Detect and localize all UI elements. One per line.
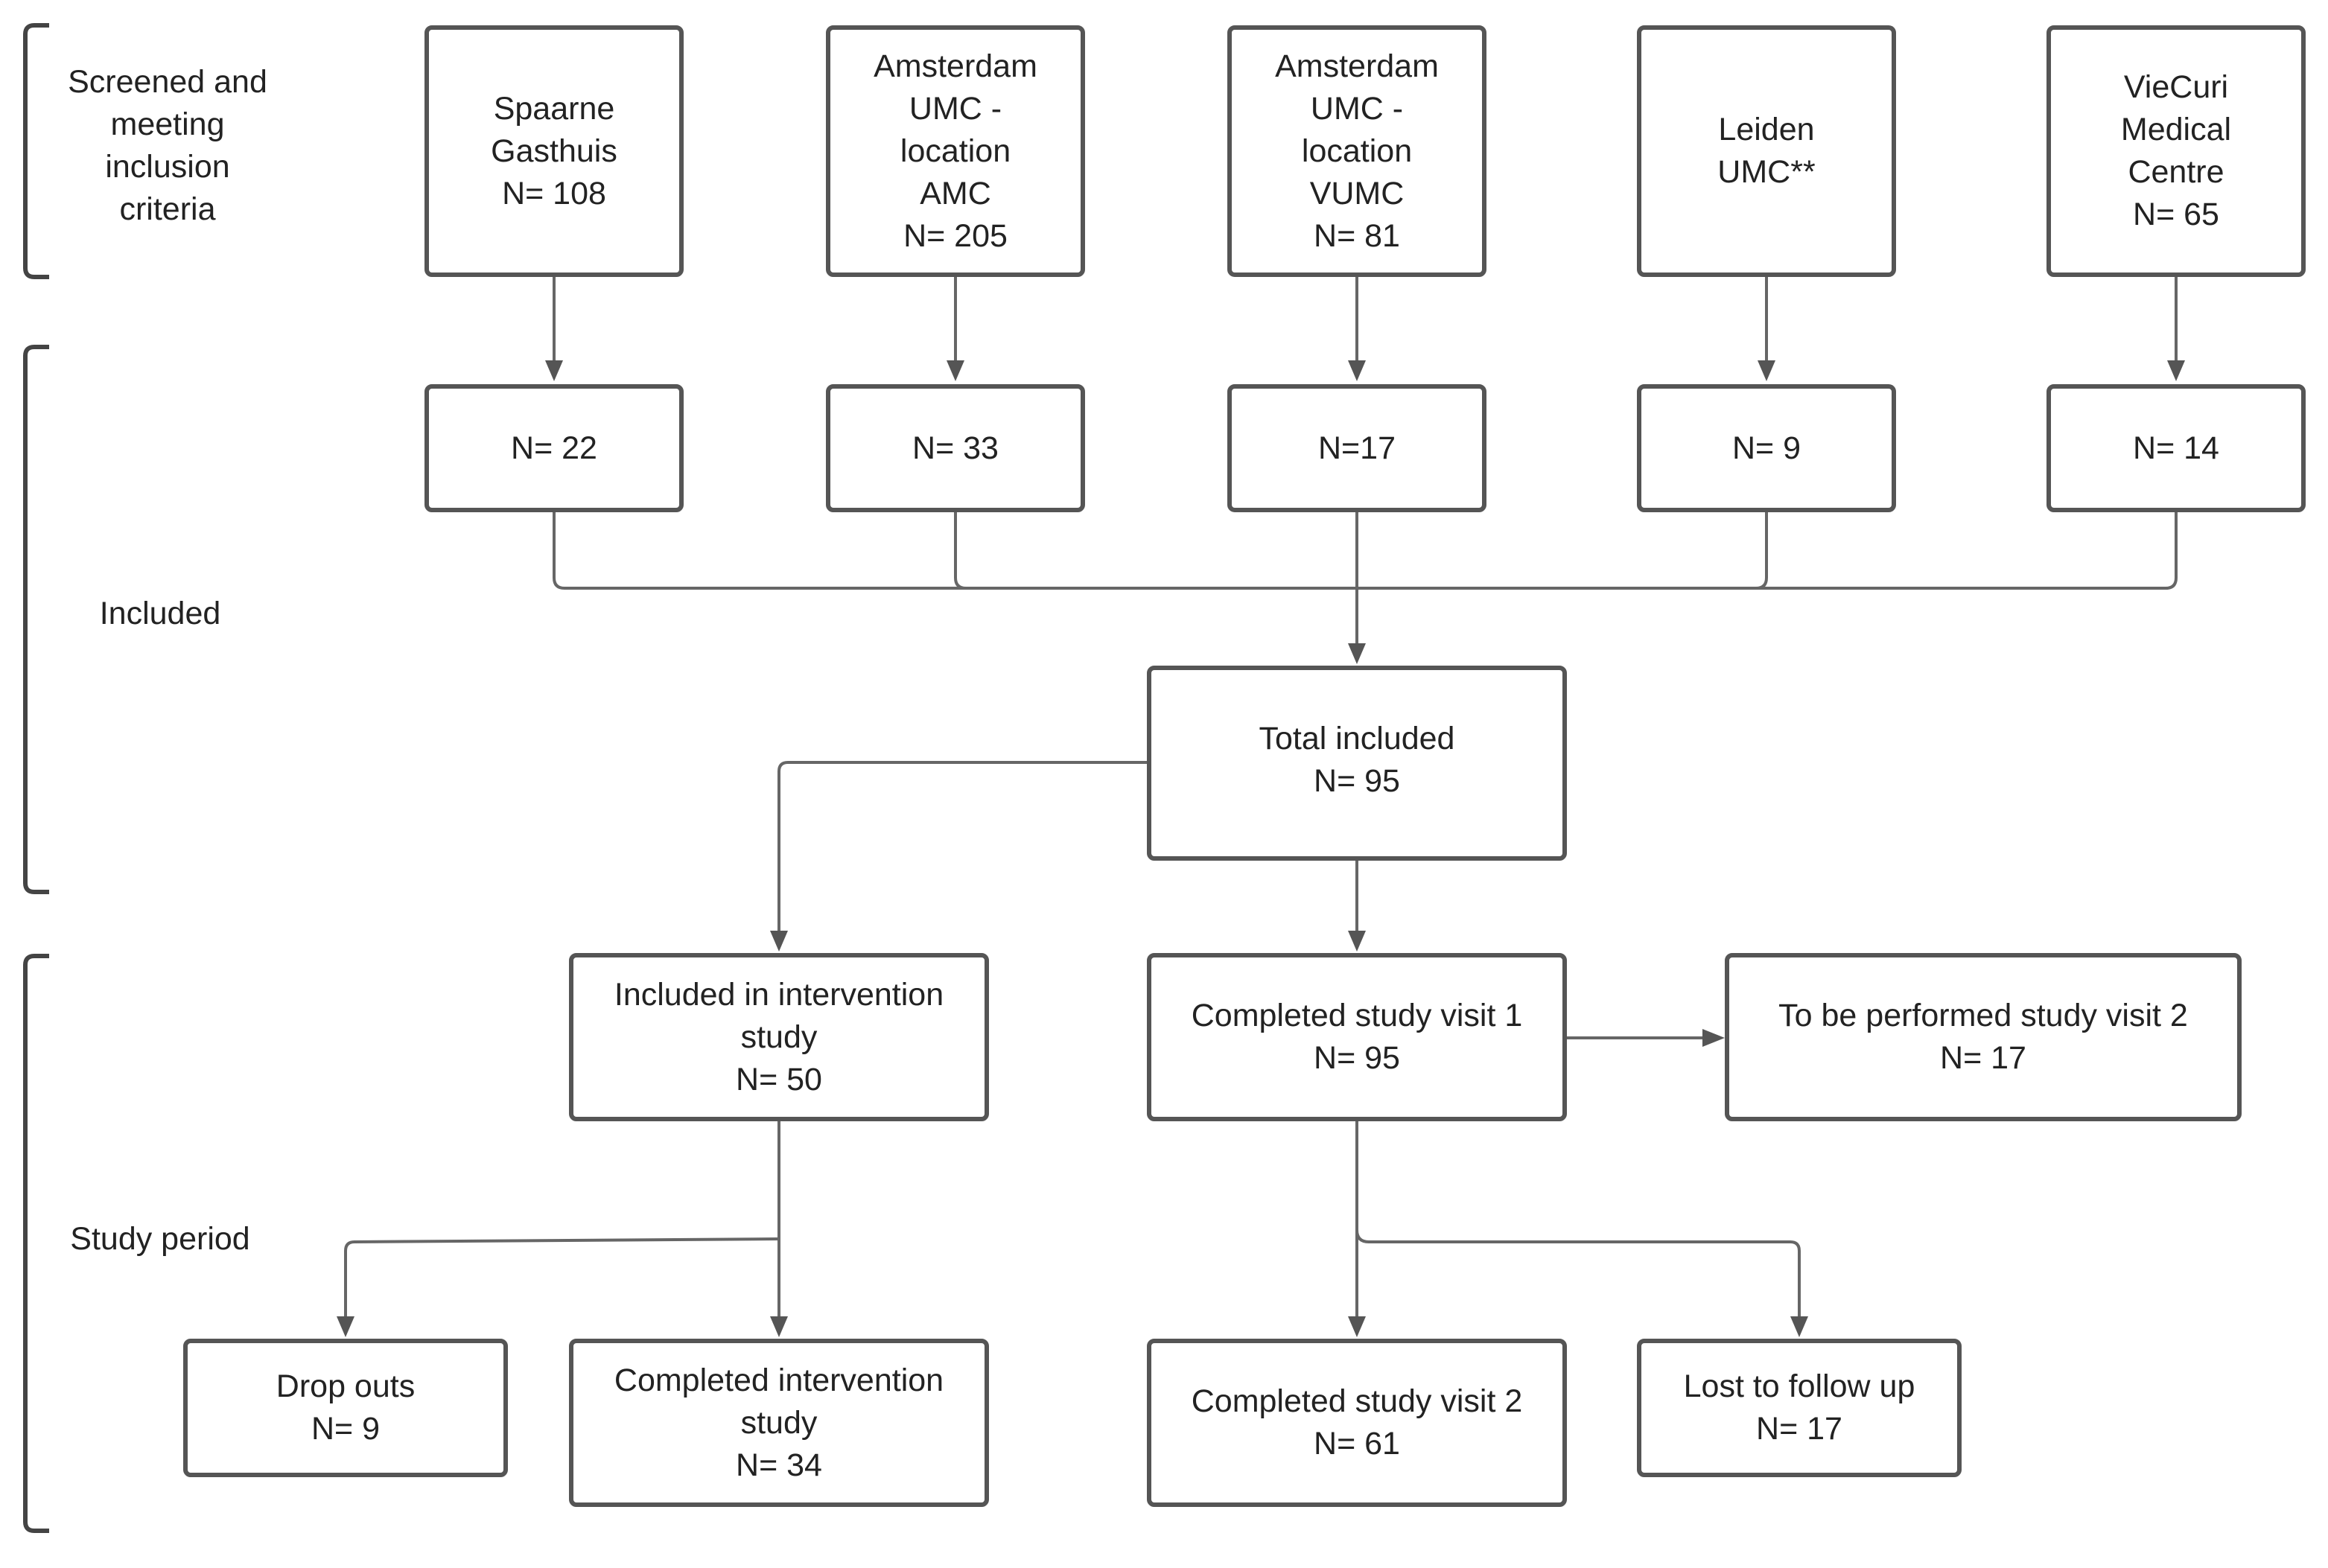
site-name: Centre	[2128, 154, 2224, 190]
connector-total-to-intervention	[777, 761, 1147, 934]
included-box-spaarne-gasthuis: N= 22	[424, 384, 684, 512]
site-screened-count: N= 81	[1314, 217, 1400, 254]
included-count: N= 33	[912, 430, 999, 466]
visit1-count: N= 95	[1314, 1040, 1400, 1076]
arrowhead	[1348, 1316, 1366, 1337]
site-name: UMC**	[1717, 154, 1816, 190]
site-screened-count: N= 65	[2133, 197, 2219, 232]
pending-visit-2-box: To be performed study visit 2 N= 17	[1725, 953, 2242, 1121]
visit1-label: Completed study visit 1	[1191, 998, 1523, 1033]
completed-visit-2-box: Completed study visit 2 N= 61	[1147, 1339, 1567, 1507]
site-name: Medical	[2120, 112, 2232, 147]
arrowhead	[1348, 360, 1366, 381]
arrowhead	[337, 1316, 354, 1337]
arrowhead	[1702, 1029, 1725, 1047]
phase-label-line: Screened and	[68, 64, 267, 100]
arrowhead	[2167, 360, 2185, 381]
included-count: N= 22	[511, 430, 597, 466]
total-included-box: Total included N= 95	[1147, 666, 1567, 861]
intervention-label: study	[740, 1019, 818, 1055]
site-box-amsterdam-amc: Amsterdam UMC - location AMC N= 205	[826, 25, 1085, 277]
site-name: VieCuri	[2123, 69, 2229, 105]
site-name: AMC	[920, 175, 991, 211]
dropouts-count: N= 9	[311, 1411, 381, 1447]
completed-visit2-label: Completed study visit 2	[1191, 1383, 1523, 1419]
site-screened-count: N= 205	[903, 217, 1008, 254]
site-name: location	[900, 133, 1011, 169]
arrowhead	[1758, 360, 1775, 381]
lost-to-follow-up-box: Lost to follow up N= 17	[1637, 1339, 1962, 1477]
bracket-study-period	[23, 954, 49, 1533]
completed-intervention-box: Completed intervention study N= 34	[569, 1339, 989, 1507]
connector-merge-left	[553, 512, 2178, 590]
phase-label-line: meeting	[110, 106, 225, 142]
site-name: UMC -	[909, 90, 1002, 127]
connector-site4-merge	[1755, 512, 1768, 590]
phase-label-line: criteria	[119, 191, 216, 227]
connector-to-lost	[1355, 1229, 1801, 1319]
total-included-count: N= 95	[1314, 763, 1400, 799]
site-name: Spaarne	[493, 90, 615, 127]
intervention-study-box: Included in intervention study N= 50	[569, 953, 989, 1121]
included-box-leiden-umc: N= 9	[1637, 384, 1896, 512]
site-name: Amsterdam	[1275, 48, 1439, 84]
completed-intervention-label: study	[740, 1404, 818, 1441]
bracket-included	[23, 345, 49, 894]
lost-count: N= 17	[1756, 1411, 1842, 1447]
site-box-amsterdam-vumc: Amsterdam UMC - location VUMC N= 81	[1227, 25, 1486, 277]
phase-label-line: inclusion	[105, 149, 230, 185]
site-screened-count: N= 108	[502, 175, 606, 211]
phase-label-study-period: Study period	[37, 1218, 283, 1261]
bracket-screened	[23, 23, 49, 279]
site-box-viecuri: VieCuri Medical Centre N= 65	[2046, 25, 2306, 277]
arrowhead	[1348, 931, 1366, 952]
arrowhead	[545, 360, 563, 381]
site-name: Gasthuis	[491, 133, 617, 169]
included-box-viecuri: N= 14	[2046, 384, 2306, 512]
phase-label-included: Included	[45, 593, 276, 635]
included-count: N= 14	[2133, 430, 2219, 466]
site-name: location	[1301, 133, 1413, 169]
connector-to-dropouts	[344, 1237, 780, 1319]
arrowhead	[1348, 643, 1366, 664]
pending-visit2-label: To be performed study visit 2	[1778, 998, 2188, 1033]
intervention-label: Included in intervention	[614, 976, 944, 1013]
total-included-label: Total included	[1259, 721, 1455, 756]
completed-intervention-count: N= 34	[736, 1447, 822, 1483]
site-name: UMC -	[1310, 90, 1404, 127]
arrowhead	[1790, 1316, 1808, 1337]
study-visit-1-box: Completed study visit 1 N= 95	[1147, 953, 1567, 1121]
included-box-amsterdam-vumc: N=17	[1227, 384, 1486, 512]
site-name: Amsterdam	[874, 48, 1037, 84]
phase-label-screened: Screened and meeting inclusion criteria	[45, 61, 290, 231]
connector-site2-merge	[954, 512, 967, 590]
included-count: N= 9	[1731, 430, 1801, 466]
arrowhead	[947, 360, 964, 381]
completed-intervention-label: Completed intervention	[614, 1362, 944, 1398]
site-name: Leiden	[1718, 112, 1815, 147]
dropouts-label: Drop outs	[276, 1368, 416, 1404]
arrowhead	[770, 1316, 788, 1337]
included-box-amsterdam-amc: N= 33	[826, 384, 1085, 512]
dropouts-box: Drop outs N= 9	[183, 1339, 508, 1477]
lost-label: Lost to follow up	[1683, 1368, 1915, 1404]
site-box-spaarne-gasthuis: Spaarne Gasthuis N= 108	[424, 25, 684, 277]
site-box-leiden-umc: Leiden UMC**	[1637, 25, 1896, 277]
completed-visit2-count: N= 61	[1314, 1426, 1400, 1462]
arrowhead	[770, 931, 788, 952]
intervention-count: N= 50	[736, 1061, 822, 1097]
phase-label-line: Study period	[70, 1221, 250, 1257]
included-count: N=17	[1318, 430, 1396, 466]
pending-visit2-count: N= 17	[1940, 1040, 2026, 1076]
site-name: VUMC	[1309, 175, 1405, 211]
phase-label-line: Included	[99, 596, 221, 631]
